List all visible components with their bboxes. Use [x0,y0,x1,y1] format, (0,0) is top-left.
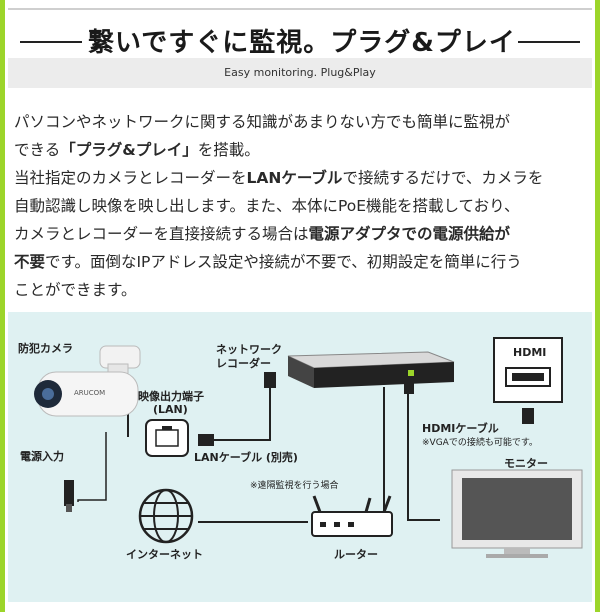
video-port-lan-label: (LAN) [153,403,188,416]
camera-label: 防犯カメラ [18,342,73,355]
page-title: 繋いですぐに監視。プラグ&プレイ [88,28,516,58]
desc-text: カメラとレコーダーを直接接続する場合は [14,225,309,243]
top-divider [8,8,592,10]
right-accent-bar [595,0,600,612]
diagram-drawing [34,337,583,558]
english-subtitle: Easy monitoring. Plug&Play [8,58,592,88]
section-heading: 繋いですぐに監視。プラグ&プレイ [0,22,600,62]
unnecessary-emphasis: 不要 [14,253,46,271]
desc-text: です。面倒なIPアドレス設定や接続が不要で、初期設定を簡単に行う [45,253,522,271]
hdmi-plug-nvr [404,376,414,394]
left-accent-bar [0,0,5,612]
internet-label: インターネット [126,548,203,561]
desc-line-3: 当社指定のカメラとレコーダーをLANケーブルで接続するだけで、カメラを [14,164,586,192]
globe-icon [138,488,194,544]
power-emphasis: 電源アダプタでの電源供給が [308,225,511,243]
plug-play-emphasis: 「プラグ&プレイ」 [60,141,198,159]
desc-text: できる [14,141,61,159]
desc-line-6: 不要です。面倒なIPアドレス設定や接続が不要で、初期設定を簡単に行う [14,248,586,276]
heading-rule-right [518,41,580,43]
camera-brand-label: ARUCOM [74,389,106,397]
monitor-label: モニター [504,457,548,470]
lan-cable-line [208,382,271,441]
hdmi-cable-label: HDMIケーブル [422,422,499,435]
connection-diagram: 防犯カメラ ARUCOM 映像出力端子 (LAN) 電源入力 ネットワーク レコ… [8,312,592,602]
description-text: パソコンやネットワークに関する知識があまりない方でも簡単に監視が できる「プラグ… [14,108,586,304]
desc-text: 当社指定のカメラとレコーダーを [14,169,247,187]
nvr-label-line1: ネットワーク [216,343,282,356]
camera-cable [77,432,107,502]
desc-line-7: ことができます。 [14,281,137,299]
hdmi-port-icon [493,337,563,403]
desc-line-4: 自動認識し映像を映し出します。また、本体にPoE機能を搭載しており、 [14,197,520,215]
desc-text: で接続するだけで、カメラを [342,169,544,187]
video-port-label: 映像出力端子 [138,390,204,403]
desc-line-1: パソコンやネットワークに関する知識があまりない方でも簡単に監視が [14,113,511,131]
desc-line-2: できる「プラグ&プレイ」を搭載。 [14,136,586,164]
desc-text: を搭載。 [197,141,260,159]
monitor-icon [451,469,583,558]
desc-line-5: カメラとレコーダーを直接接続する場合は電源アダプタでの電源供給が [14,220,586,248]
nvr-label-line2: レコーダー [216,357,271,370]
nvr-device-icon [287,351,455,388]
remote-note-label: ※遠隔監視を行う場合 [250,481,339,491]
lan-port-icon [145,419,189,457]
lan-connector-icon [198,372,276,446]
hdmi-plug-icon [522,408,534,424]
power-plug-icon [64,480,74,512]
lan-cable-label: LANケーブル (別売) [194,451,298,464]
vga-note-label: ※VGAでの接続も可能です。 [422,438,538,448]
router-label: ルーター [334,548,378,561]
power-input-label: 電源入力 [20,450,64,463]
hdmi-cable-line [407,392,440,521]
router-icon [311,495,393,537]
hdmi-label: HDMI [513,346,547,359]
camera-icon [34,345,141,417]
heading-rule-left [20,41,82,43]
lan-cable-emphasis: LANケーブル [246,169,343,187]
